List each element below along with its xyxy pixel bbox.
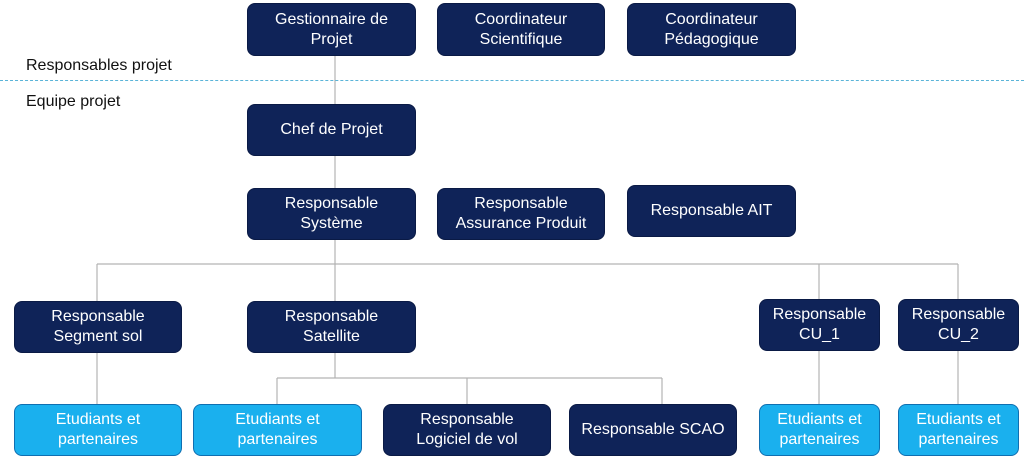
node-label: Responsable Segment sol [51,308,145,345]
section-label-responsables-projet: Responsables projet [26,57,172,74]
node-responsable-cu2: Responsable CU_2 [898,299,1019,351]
node-etudiants-cu2: Etudiants et partenaires [898,404,1019,456]
node-responsable-assurance-produit: Responsable Assurance Produit [437,188,605,240]
node-label: Responsable CU_2 [911,306,1006,343]
node-label: Etudiants et partenaires [235,411,320,448]
node-label: Responsable Système [284,195,379,232]
node-label: Chef de Projet [280,121,383,138]
node-responsable-systeme: Responsable Système [247,188,416,240]
node-chef-de-projet: Chef de Projet [247,104,416,156]
node-coordinateur-scientifique: Coordinateur Scientifique [437,3,605,56]
section-label-equipe-projet: Equipe projet [26,93,121,110]
node-label: Gestionnaire de Projet [275,10,388,48]
node-etudiants-segment-sol: Etudiants et partenaires [14,404,182,456]
node-label: Responsable AIT [650,202,773,219]
node-etudiants-satellite: Etudiants et partenaires [193,404,362,456]
node-responsable-cu1: Responsable CU_1 [759,299,880,351]
node-label: Responsable Logiciel de vol [416,411,518,448]
section-divider [0,80,1024,81]
node-label: Etudiants et partenaires [55,411,141,448]
node-label: Coordinateur Scientifique [474,10,568,48]
node-responsable-segment-sol: Responsable Segment sol [14,301,182,353]
node-label: Coordinateur Pédagogique [664,10,759,48]
node-responsable-logiciel-de-vol: Responsable Logiciel de vol [383,404,551,456]
node-label: Responsable SCAO [581,421,725,438]
node-coordinateur-pedagogique: Coordinateur Pédagogique [627,3,796,56]
node-label: Etudiants et partenaires [916,411,1001,448]
node-responsable-satellite: Responsable Satellite [247,301,416,353]
node-label: Etudiants et partenaires [777,411,862,448]
node-label: Responsable Satellite [284,308,379,345]
node-label: Responsable Assurance Produit [455,195,587,232]
node-etudiants-cu1: Etudiants et partenaires [759,404,880,456]
node-label: Responsable CU_1 [772,306,867,343]
node-responsable-ait: Responsable AIT [627,185,796,237]
node-gestionnaire-de-projet: Gestionnaire de Projet [247,3,416,56]
node-responsable-scao: Responsable SCAO [569,404,737,456]
